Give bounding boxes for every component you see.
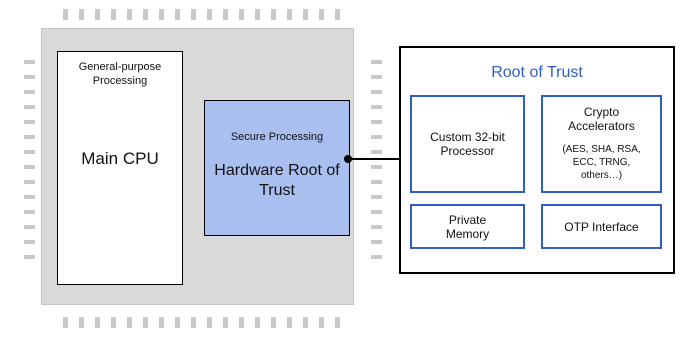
processor-label: Custom 32-bit Processor (430, 130, 505, 158)
main-cpu-block: General-purpose Processing Main CPU (57, 51, 183, 285)
chip-pin (24, 120, 35, 124)
chip-pin (24, 210, 35, 214)
chip-pin (159, 9, 164, 20)
chip-pin (371, 210, 382, 214)
chip-pin (303, 9, 308, 20)
chip-pin (24, 255, 35, 259)
chip-pin (127, 317, 132, 328)
chip-pin (24, 60, 35, 64)
chip-pin (287, 317, 292, 328)
chip-pin (175, 9, 180, 20)
chip-pin (371, 165, 382, 169)
chip-pin (371, 195, 382, 199)
private-memory-box: Private Memory (410, 204, 525, 249)
cpu-sublabel: General-purpose Processing (78, 61, 162, 87)
chip-pin (271, 9, 276, 20)
chip-pin (371, 240, 382, 244)
chip-pin (24, 105, 35, 109)
chip-pin (207, 317, 212, 328)
chip-pin (24, 165, 35, 169)
chip-pin (371, 255, 382, 259)
otp-interface-label: OTP Interface (564, 219, 639, 234)
chip-pin (191, 317, 196, 328)
crypto-list: (AES, SHA, RSA, ECC, TRNG, others…) (562, 144, 641, 181)
chip-pin (24, 240, 35, 244)
chip-pin (79, 9, 84, 20)
chip-pin (371, 225, 382, 229)
root-of-trust-title: Root of Trust (491, 64, 583, 81)
chip-pin (63, 9, 68, 20)
otp-interface-box: OTP Interface (541, 204, 662, 249)
chip-pin (371, 180, 382, 184)
secure-sublabel: Secure Processing (230, 131, 324, 143)
chip-pin (287, 9, 292, 20)
chip-pin (335, 317, 340, 328)
chip-pin (319, 9, 324, 20)
chip-pin (371, 105, 382, 109)
chip-pin (371, 150, 382, 154)
connector-dot (344, 155, 352, 163)
crypto-box: Crypto Accelerators (AES, SHA, RSA, ECC,… (541, 95, 662, 193)
chip-pin (95, 317, 100, 328)
chip-pin (271, 317, 276, 328)
chip-pin (24, 225, 35, 229)
chip-pin (207, 9, 212, 20)
connector-line (350, 158, 400, 160)
chip-pin (111, 317, 116, 328)
chip-pin (143, 9, 148, 20)
chip-pin (371, 120, 382, 124)
crypto-title: Crypto Accelerators (568, 105, 635, 133)
chip-pin (175, 317, 180, 328)
cpu-label: Main CPU (81, 149, 159, 168)
chip-pin (24, 180, 35, 184)
secure-label: Hardware Root of Trust (214, 162, 340, 199)
chip-pin (63, 317, 68, 328)
chip-pin (127, 9, 132, 20)
chip-pin (371, 90, 382, 94)
processor-box: Custom 32-bit Processor (410, 95, 525, 193)
chip-pin (24, 195, 35, 199)
chip-pin (319, 317, 324, 328)
chip-pin (24, 150, 35, 154)
hardware-root-of-trust-block: Secure Processing Hardware Root of Trust (204, 100, 350, 236)
chip-pin (24, 90, 35, 94)
chip-pin (223, 9, 228, 20)
chip-pin (24, 75, 35, 79)
chip-pin (239, 317, 244, 328)
chip-pin (159, 317, 164, 328)
chip-pin (95, 9, 100, 20)
chip-pin (255, 9, 260, 20)
private-memory-label: Private Memory (445, 212, 490, 241)
chip-pin (191, 9, 196, 20)
chip-pin (239, 9, 244, 20)
chip-pin (223, 317, 228, 328)
chip-pin (24, 135, 35, 139)
chip-pin (371, 60, 382, 64)
chip-pin (79, 317, 84, 328)
chip-pin (303, 317, 308, 328)
chip-pin (255, 317, 260, 328)
chip-pin (335, 9, 340, 20)
chip-pin (371, 75, 382, 79)
chip-pin (111, 9, 116, 20)
chip-pin (143, 317, 148, 328)
chip-pin (371, 135, 382, 139)
